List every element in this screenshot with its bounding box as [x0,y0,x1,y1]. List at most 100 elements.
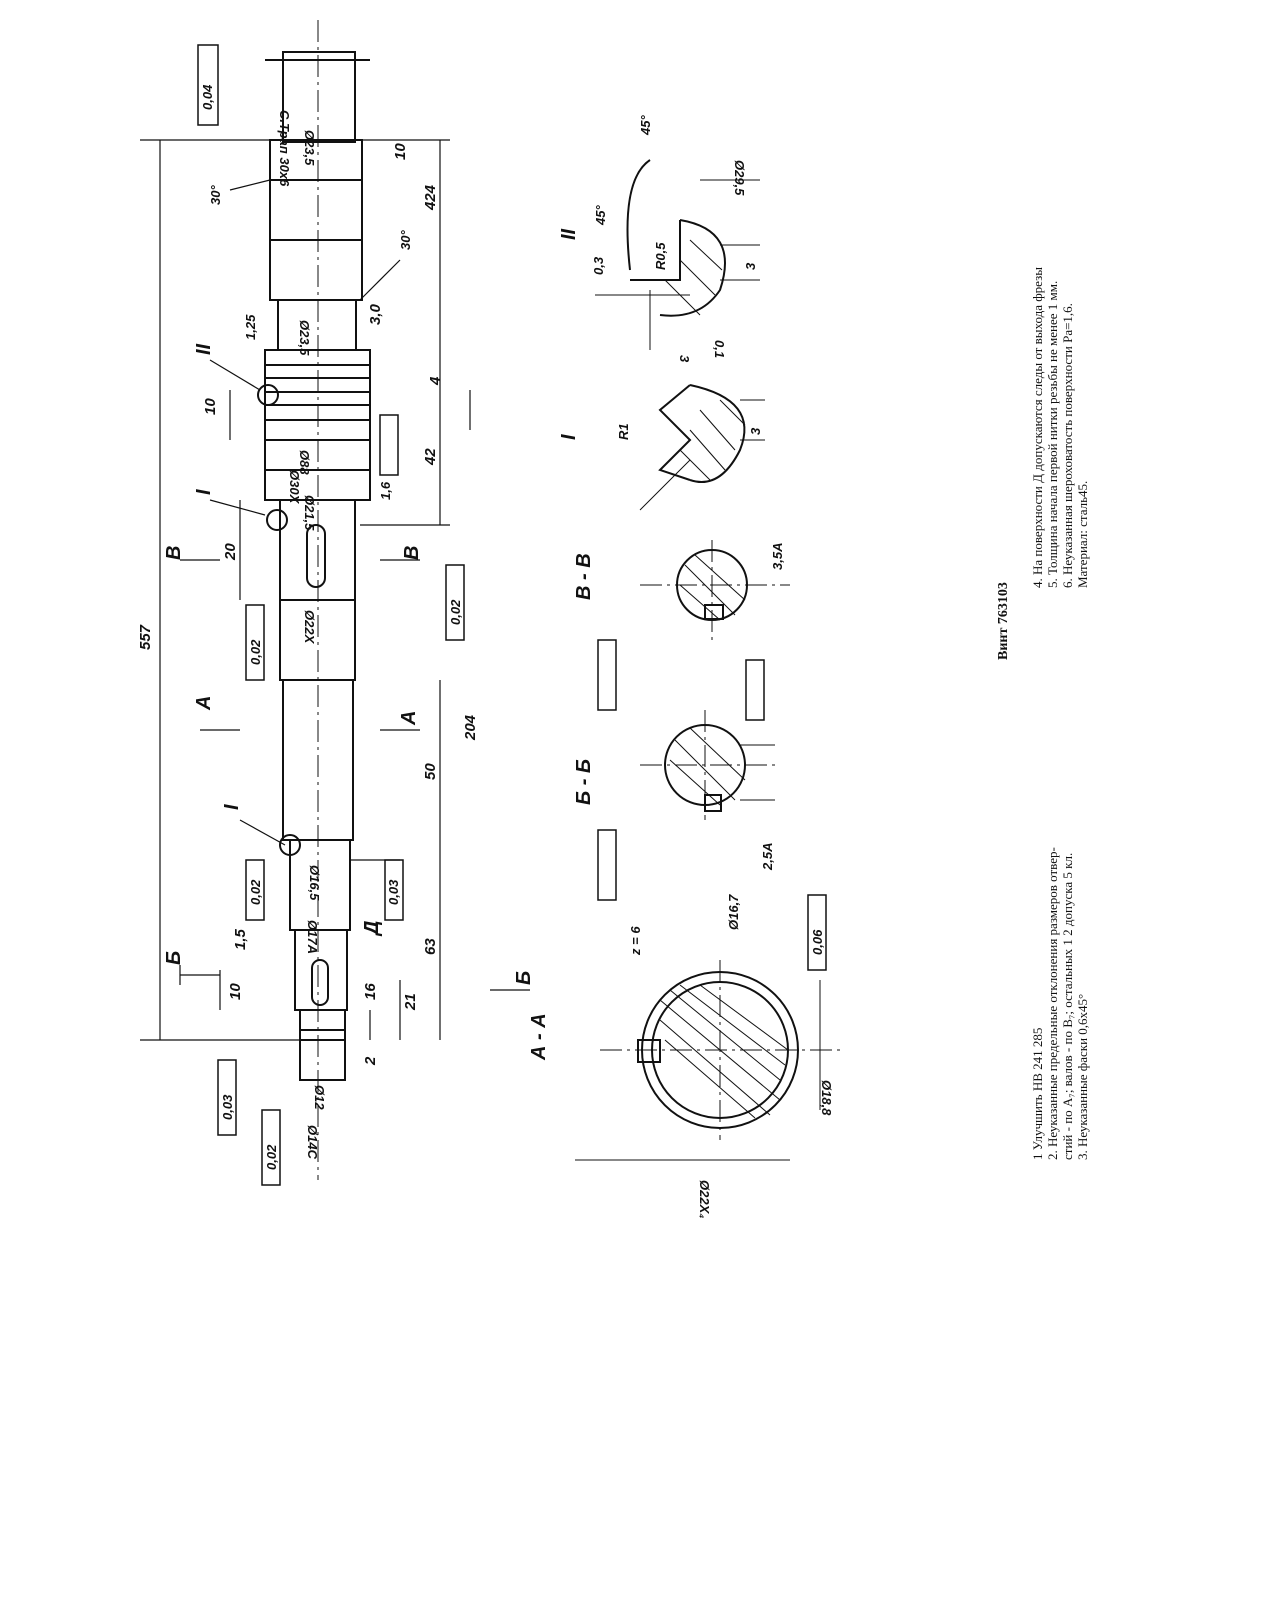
rough-125: 1,25 [243,314,258,340]
dim-16: 16 [362,983,379,1000]
tol-frame-9 [597,639,617,711]
dim-21: 21 [402,993,419,1011]
dim-42: 42 [422,448,439,466]
detail-ii-45b: 45° [638,115,653,136]
section-vv-35: 3,5А [770,543,785,570]
section-aa-d167: Ø16,7 [726,894,741,930]
tol-frame-8 [807,894,827,971]
note-line: стий - по А₇; валов - по В₇; остальных 1… [1060,852,1075,1160]
note-line: 5. Толщина начала первой нитки резьбы не… [1045,280,1060,588]
tol-frame-3 [245,859,265,921]
tol-004: 0,04 [200,84,215,110]
section-mark-v1: В [163,546,185,560]
section-aa-d22x4: Ø22Х₄ [697,1180,712,1218]
tol-002c: 0,02 [248,879,263,905]
detail-ii-profile [659,219,726,317]
dim-15: 1,5 [232,928,249,950]
dim-d17: Ø17А [305,920,320,954]
tol-frame-2 [445,564,465,641]
tol-frame-1 [245,604,265,681]
detail-mark-i-lower: I [221,804,243,810]
dim-10-left: 10 [227,983,244,1000]
detail-i-r1: R1 [616,423,631,440]
keyway-slot-upper [306,524,326,588]
section-mark-v2: В [401,546,423,560]
dim-63: 63 [422,938,439,955]
rough-16: 1,6 [378,481,393,500]
detail-i-profile [689,384,746,483]
tol-frame-11 [745,659,765,721]
tol-frame-top [197,44,219,126]
tol-002d: 0,02 [264,1144,279,1170]
dim-4: 4 [427,376,444,386]
section-title-aa: А - А [528,1013,550,1061]
drawing-title: Винт 763103 [996,582,1011,660]
dim-557: 557 [137,624,154,650]
tol-002b: 0,02 [448,599,463,625]
dim-d235-mid: Ø23,5 [297,320,312,356]
detail-ii-3a: 3 [743,262,758,270]
dim-d14c: Ø14С [305,1125,320,1160]
keyway-slot-lower [311,959,329,1006]
dim-424: 424 [422,184,439,211]
shaft-bottom-end [299,1009,346,1081]
detail-ii-01: 0,1 [712,340,727,358]
note-line: 3. Неуказанные фаски 0,6х45° [1075,993,1090,1160]
detail-mark-ii: II [558,228,580,240]
detail-ii-3b: 3 [677,355,692,363]
dim-d88: Ø88 [297,450,312,475]
dim-2: 2 [362,1056,379,1066]
dim-10-mid: 10 [202,398,219,415]
tol-006: 0,06 [810,929,825,955]
notes-right: 4. На поверхности Д допускаются следы от… [1030,267,1090,588]
dim-30: 3,0 [367,303,384,325]
section-mark-b1: Б [163,951,185,965]
tol-frame-10 [597,829,617,901]
section-mark-b2: Б [513,971,535,985]
shaft-lower-2 [294,929,348,1011]
surface-mark-d: Д [361,921,383,937]
dim-d30x: Ø30Х [287,470,302,505]
tol-003b: 0,03 [220,1094,235,1120]
note-line: 1 Улучшить НВ 241 285 [1030,1027,1045,1160]
detail-ii-r03: 0,3 [591,256,606,275]
shaft-top-end [282,51,356,143]
note-line: 4. На поверхности Д допускаются следы от… [1030,267,1045,588]
section-aa-d188: Ø18,8 [819,1080,834,1116]
section-aa-z6: z = 6 [628,926,643,956]
dim-10-top: 10 [392,143,409,160]
section-title-vv: В - В [573,553,595,600]
note-line: Материал: сталь45. [1075,480,1090,588]
dim-204: 204 [462,714,479,741]
section-mark-a1: А [193,696,215,711]
dim-20: 20 [222,543,239,561]
tol-frame-4 [384,859,404,921]
detail-mark-ii-shaft: II [193,343,215,355]
section-mark-a2: А [398,711,420,726]
dim-d22x: Ø22Х [302,610,317,645]
tol-003: 0,03 [386,879,401,905]
dim-d-thread: С.Трап 30х6 [277,110,292,187]
detail-ii-d295: Ø29,5 [732,160,747,196]
note-line: 2. Неуказанные предельные отклонения раз… [1045,847,1060,1160]
detail-ii-r05: R0,5 [653,242,668,270]
dim-d12: Ø12 [312,1085,327,1110]
tol-frame-6 [261,1109,281,1186]
tol-002a: 0,02 [248,639,263,665]
detail-mark-i-shaft: I [193,489,215,495]
angle-30b: 30° [398,230,413,250]
detail-mark-i: I [558,434,580,440]
dim-d165: Ø16,5 [307,865,322,901]
tol-frame-5 [217,1059,237,1136]
detail-ii-45: 45° [593,205,608,226]
angle-30a: 30° [208,185,223,205]
notes-left: 1 Улучшить НВ 241 285 2. Неуказанные пре… [1030,847,1090,1160]
tol-frame-7 [379,414,399,476]
section-bb-25: 2,5А [760,843,775,871]
dim-d215: Ø21,5 [302,495,317,531]
dim-d235-top: Ø23,5 [302,130,317,166]
dim-50: 50 [422,763,439,780]
note-line: 6. Неуказанная шероховатость поверхности… [1060,303,1075,588]
section-title-bb: Б - Б [573,759,595,805]
